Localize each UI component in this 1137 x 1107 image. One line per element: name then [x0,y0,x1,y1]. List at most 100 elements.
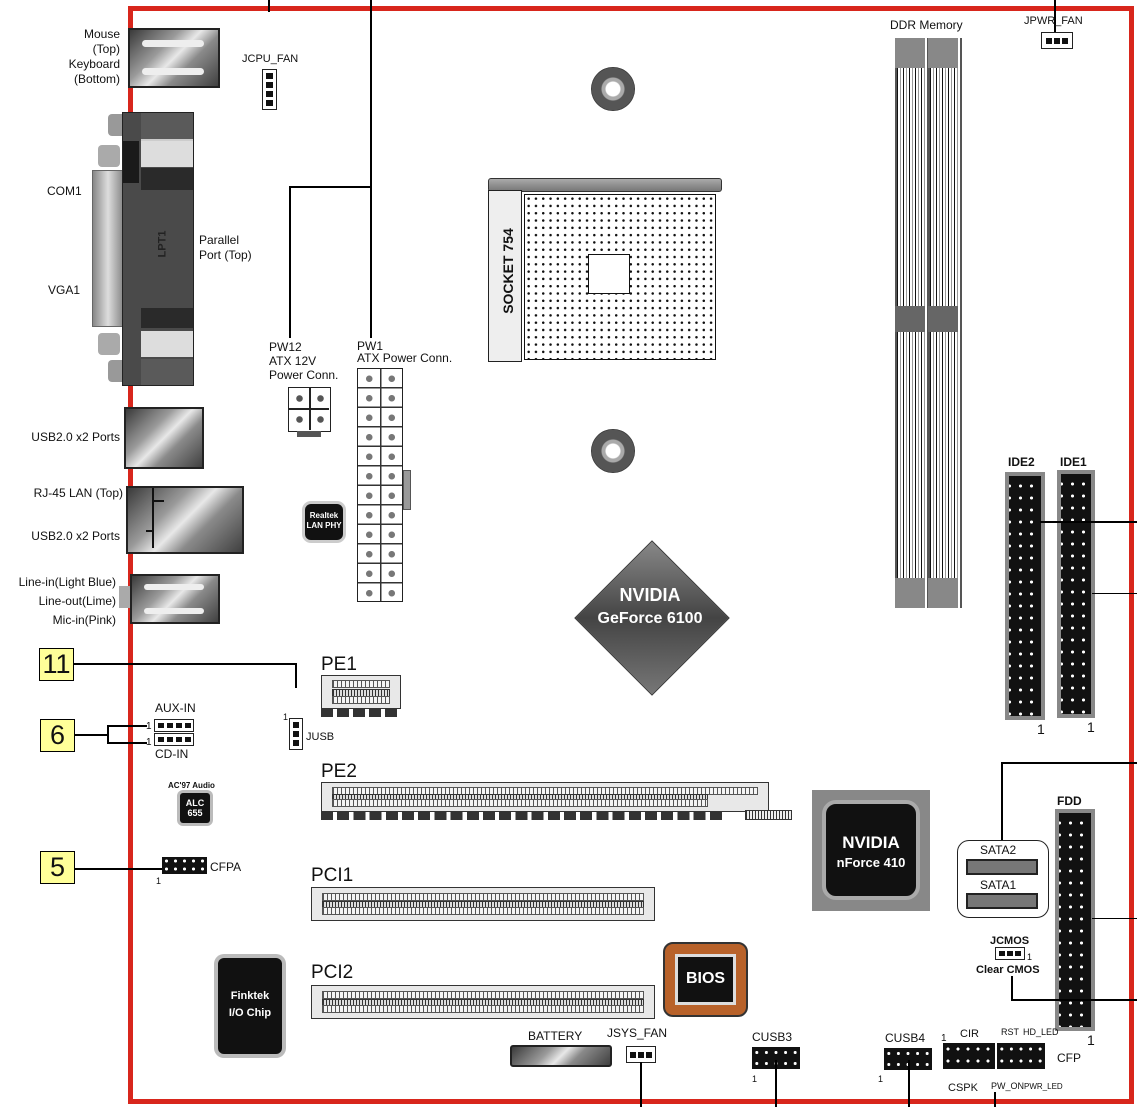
ide1-connector[interactable] [1057,470,1095,718]
nforce-brand: NVIDIA [842,833,900,852]
usb-top-label: USB2.0 x2 Ports [31,430,120,444]
cd-in-pin1: 1 [146,737,152,748]
com1-label: COM1 [47,184,82,198]
aux-in-label: AUX-IN [155,701,196,715]
pe1-slot[interactable] [321,675,401,709]
pw1-label: PW1 ATX Power Conn. [357,340,452,364]
cfp-header[interactable] [997,1043,1045,1069]
finktek-io-chip: Finktek I/O Chip [218,958,282,1054]
keyboard-label: Keyboard [68,57,120,71]
jpwr-fan-label: JPWR_FAN [1024,15,1083,27]
ide1-pin1: 1 [1087,719,1095,735]
leader-line-cd-in [107,742,147,744]
mouse-label: Mouse [83,27,120,41]
pe2-contacts [321,812,726,820]
pci1-label: PCI1 [311,865,354,886]
cusb4-header[interactable] [884,1048,932,1070]
cfp-label: CFP [1057,1051,1081,1065]
finktek-text: Finktek [230,990,270,1002]
realtek-lan-phy-chip: Realtek LAN PHY [305,504,343,540]
usb-top-port[interactable] [124,407,204,469]
alc655-chip: ALC 655 [180,793,210,823]
battery-holder [510,1045,612,1067]
io-chip-text: I/O Chip [228,1007,272,1019]
leader-line-cfpa [74,868,164,870]
cusb4-label: CUSB4 [885,1031,926,1045]
leader-line-jpwr-fan [1054,0,1056,34]
pci1-slot[interactable] [311,887,655,921]
leader-line-jcmos-h [1011,999,1137,1001]
leader-line-jusb-v [295,663,297,688]
battery-label: BATTERY [528,1029,583,1043]
jcpu-fan-header[interactable] [262,69,277,110]
ide2-label: IDE2 [1008,455,1035,469]
nforce-model: nForce 410 [836,855,906,870]
jusb-header[interactable] [289,718,303,750]
leader-line-cusb4 [908,1060,910,1107]
keyboard-bottom-label: (Bottom) [73,72,120,86]
sata1-label: SATA1 [980,878,1017,892]
geforce-model: GeForce 6100 [597,610,703,627]
pwr-led-label: PWR_LED [1024,1082,1063,1091]
leader-line-pw12-h [289,186,372,188]
sata1-port[interactable] [966,893,1038,909]
cspk-cir-header[interactable] [943,1043,995,1069]
cusb3-header[interactable] [752,1047,800,1069]
mouse-top-label: (Top) [92,42,120,56]
callout-badge-5: 5 [40,851,75,884]
pw12-connector[interactable] [288,387,331,437]
mounting-hole-top [591,67,635,111]
cusb4-pin1: 1 [878,1074,884,1084]
ddr-slot-2[interactable] [928,38,962,608]
jcmos-jumper[interactable] [995,947,1025,960]
ddr-slot-1[interactable] [895,38,929,608]
leader-line-jsys-fan [640,1062,642,1107]
audio-jack-port[interactable] [130,574,220,624]
leader-line-ide2 [1040,521,1137,523]
jsys-fan-header[interactable] [626,1046,656,1063]
cd-in-header[interactable] [154,733,194,746]
mounting-hole-middle [591,429,635,473]
pci2-slot[interactable] [311,985,655,1019]
ac97-audio-caption: AC'97 Audio [168,781,215,790]
leader-line-jusb-h [73,663,296,665]
socket-lever[interactable] [488,178,722,192]
cusb3-pin1: 1 [752,1074,758,1084]
pw1-atx-connector[interactable] [357,368,403,602]
rst-label: RST [1001,1027,1019,1037]
aux-in-header[interactable] [154,719,194,732]
ide2-pin1: 1 [1037,721,1045,737]
pe1-contacts [321,709,401,717]
lpt1-connector[interactable]: LPT1 [122,112,194,386]
leader-line-fdd [1092,918,1137,919]
pe1-label: PE1 [321,654,357,675]
cpu-socket[interactable]: SOCKET 754 [488,178,722,362]
pe2-slot[interactable] [321,782,769,812]
realtek-text: Realtek [309,511,339,520]
jpwr-fan-header[interactable] [1041,32,1073,49]
parallel-label-line2: Port (Top) [199,248,252,262]
cspk-label: CSPK [948,1082,978,1094]
jcpu-fan-label: JCPU_FAN [242,53,299,65]
cusb3-label: CUSB3 [752,1030,793,1044]
rj45-usb-port[interactable] [126,486,244,554]
aux-in-pin1: 1 [146,721,152,732]
nforce-410-chip: NVIDIA nForce 410 [812,790,930,911]
alc-model-text: 655 [187,808,203,818]
mouse-keyboard-label: Mouse (Top) Keyboard (Bottom) [50,27,120,87]
sata2-port[interactable] [966,859,1038,875]
ps2-port[interactable] [128,28,220,88]
bios-chip: BIOS [663,942,748,1017]
pw-on-label: PW_ON [991,1081,1025,1091]
ide2-connector[interactable] [1005,472,1045,720]
fdd-connector[interactable] [1055,809,1095,1031]
alc-text: ALC [185,798,205,808]
geforce-6100-chip: NVIDIA GeForce 6100 [574,540,730,696]
cfpa-header[interactable] [162,857,207,874]
jusb-label: JUSB [306,731,335,743]
socket-pin-field [524,194,716,360]
audio-labels: Line-in(Light Blue) Line-out(Lime) Mic-i… [0,573,116,630]
hd-led-label: HD_LED [1023,1027,1059,1037]
lpt1-text: LPT1 [156,230,169,258]
com-standoff-bottom [98,333,120,355]
